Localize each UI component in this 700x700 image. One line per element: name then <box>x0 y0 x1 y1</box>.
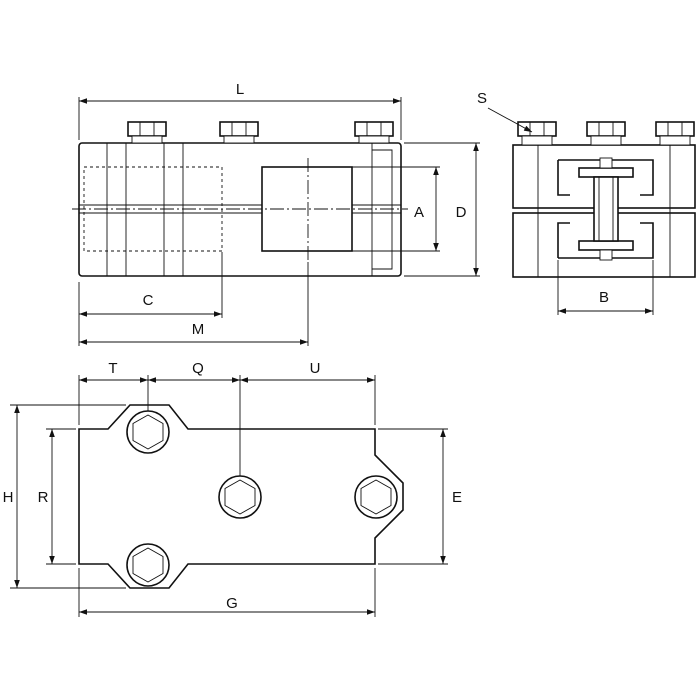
label-A: A <box>414 204 424 221</box>
label-D: D <box>456 204 467 221</box>
front-bolt-3 <box>354 121 394 144</box>
label-U: U <box>310 360 321 377</box>
label-G: G <box>226 595 238 612</box>
label-E: E <box>452 489 462 506</box>
plan-bolt-center <box>218 475 262 519</box>
front-bolt-1 <box>127 121 167 144</box>
dim-U: U <box>240 360 376 425</box>
label-C: C <box>143 292 154 309</box>
dim-H: H <box>3 404 126 589</box>
label-M: M <box>192 321 205 338</box>
dim-T: T <box>78 360 149 425</box>
side-spacer-bottom <box>578 240 634 251</box>
label-R: R <box>38 489 49 506</box>
dim-B: B <box>557 260 654 315</box>
side-spacer-top <box>578 167 634 178</box>
label-B: B <box>599 289 609 306</box>
plan-outline <box>78 404 404 589</box>
label-H: H <box>3 489 14 506</box>
front-bolt-2 <box>219 121 259 144</box>
label-Q: Q <box>192 360 204 377</box>
plan-bolt-top <box>126 410 170 454</box>
plan-view <box>78 404 404 589</box>
side-view <box>512 121 696 278</box>
dim-M: M <box>78 262 309 346</box>
side-bolt-2 <box>586 121 626 146</box>
front-view <box>72 121 408 277</box>
side-bolt-3 <box>655 121 695 146</box>
label-S: S <box>477 90 487 107</box>
dim-E: E <box>378 428 462 565</box>
side-bolt-1 <box>517 121 557 146</box>
plan-bolt-right <box>354 475 398 519</box>
plan-bolt-bottom <box>126 543 170 587</box>
dim-C: C <box>78 252 223 318</box>
dim-R: R <box>38 428 76 565</box>
label-T: T <box>108 360 117 377</box>
dim-G: G <box>78 568 376 617</box>
dim-Q: Q <box>148 360 241 476</box>
dim-S: S <box>477 90 533 133</box>
dim-D: D <box>404 142 480 277</box>
dim-A: A <box>352 166 440 252</box>
dim-L: L <box>78 81 402 140</box>
side-stud <box>593 176 619 242</box>
label-L: L <box>236 81 244 98</box>
